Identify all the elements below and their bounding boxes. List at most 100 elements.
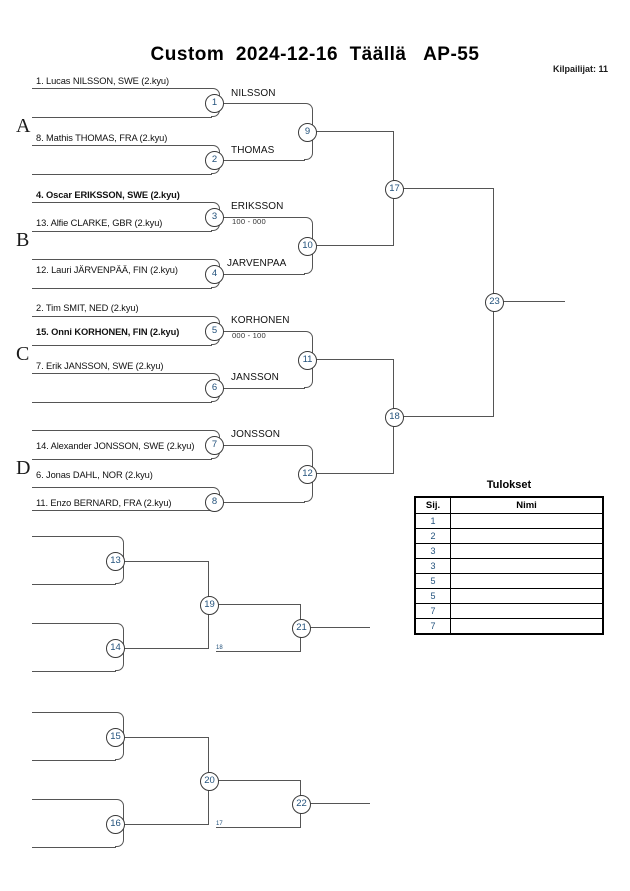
winner-name: THOMAS [231,145,275,156]
result-rank: 3 [414,558,451,574]
table-row[interactable]: 3 [414,558,604,574]
entry-line [32,345,212,346]
winner-line [314,473,394,474]
column-header-rank: Sij. [414,496,451,514]
match-node-16[interactable]: 16 [106,815,125,834]
match-node-7[interactable]: 7 [205,436,224,455]
result-rank: 7 [414,603,451,619]
match-node-1[interactable]: 1 [205,94,224,113]
winner-line [314,131,394,132]
repechage-line [32,712,116,713]
winner-name: JARVENPAA [227,258,287,269]
repechage-line [216,651,301,652]
match-node-11[interactable]: 11 [298,351,317,370]
champion-line [501,301,565,302]
result-name[interactable] [450,543,604,559]
repechage-line [216,827,301,828]
entry-name: 4. Oscar ERIKSSON, SWE (2.kyu) [36,190,180,200]
winner-line [221,103,305,104]
winner-line [221,160,305,161]
results-title: Tulokset [486,479,532,491]
repechage-line [124,561,209,562]
winner-line [221,274,305,275]
table-header-row: Sij. Nimi [414,496,604,514]
entry-line [32,117,212,118]
entry-name: 15. Onni KORHONEN, FIN (2.kyu) [36,327,180,337]
repechage-source-label: 18 [216,645,223,651]
winner-name: JONSSON [231,429,281,440]
match-node-13[interactable]: 13 [106,552,125,571]
page-title: Custom 2024-12-16 Täällä AP-55 [150,44,480,65]
winner-line [221,502,305,503]
result-rank: 3 [414,543,451,559]
table-row[interactable]: 5 [414,588,604,604]
final-line [401,416,494,417]
match-score: 100 - 000 [232,217,266,226]
repechage-line [32,536,116,537]
match-node-3[interactable]: 3 [205,208,224,227]
table-row[interactable]: 7 [414,603,604,619]
table-row[interactable]: 1 [414,513,604,529]
match-node-9[interactable]: 9 [298,123,317,142]
winner-line [314,245,394,246]
result-name[interactable] [450,558,604,574]
match-node-14[interactable]: 14 [106,639,125,658]
entry-line [32,510,212,511]
match-node-6[interactable]: 6 [205,379,224,398]
match-node-23[interactable]: 23 [485,293,504,312]
repechage-line [216,604,301,605]
match-node-20[interactable]: 20 [200,772,219,791]
entry-name: 6. Jonas DAHL, NOR (2.kyu) [36,470,153,480]
match-node-19[interactable]: 19 [200,596,219,615]
match-node-4[interactable]: 4 [205,265,224,284]
result-name[interactable] [450,528,604,544]
entry-line [32,202,212,203]
match-node-10[interactable]: 10 [298,237,317,256]
entry-line [32,145,212,146]
entry-line [32,487,212,488]
group-label-d: D [16,457,31,479]
entry-line [32,88,212,89]
table-row[interactable]: 5 [414,573,604,589]
column-header-name: Nimi [450,496,604,514]
entry-line [32,174,212,175]
group-label-a: A [16,115,31,137]
winner-line [221,217,305,218]
entry-line [32,231,212,232]
result-name[interactable] [450,573,604,589]
match-node-2[interactable]: 2 [205,151,224,170]
winner-line [221,445,305,446]
result-rank: 5 [414,588,451,604]
entry-line [32,288,212,289]
repechage-line [32,847,116,848]
entry-line [32,373,212,374]
match-node-18[interactable]: 18 [385,408,404,427]
table-row[interactable]: 7 [414,618,604,635]
entry-line [32,316,212,317]
table-row[interactable]: 3 [414,543,604,559]
entry-name: 7. Erik JANSSON, SWE (2.kyu) [36,361,164,371]
repechage-line [32,623,116,624]
match-node-21[interactable]: 21 [292,619,311,638]
group-label-c: C [16,343,30,365]
match-node-17[interactable]: 17 [385,180,404,199]
winner-line [221,331,305,332]
bronze-line [308,803,370,804]
result-rank: 7 [414,618,451,635]
table-row[interactable]: 2 [414,528,604,544]
match-node-5[interactable]: 5 [205,322,224,341]
winner-name: ERIKSSON [231,201,284,212]
repechage-source-label: 17 [216,821,223,827]
match-node-12[interactable]: 12 [298,465,317,484]
result-name[interactable] [450,588,604,604]
entry-line [32,430,212,431]
result-name[interactable] [450,513,604,529]
result-name[interactable] [450,603,604,619]
result-rank: 1 [414,513,451,529]
match-node-22[interactable]: 22 [292,795,311,814]
winner-name: KORHONEN [231,315,290,326]
match-node-8[interactable]: 8 [205,493,224,512]
result-name[interactable] [450,618,604,635]
match-node-15[interactable]: 15 [106,728,125,747]
